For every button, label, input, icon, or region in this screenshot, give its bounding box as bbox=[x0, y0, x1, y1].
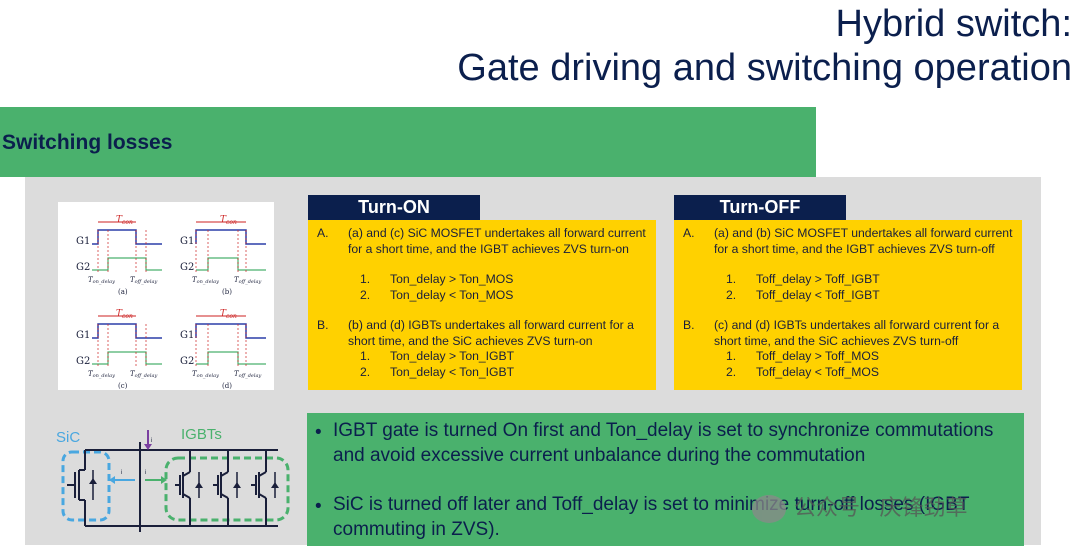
timing-panel-4: TconG1G2Ton_delay Toff_delay(d) bbox=[180, 309, 266, 390]
sub-number: 1. bbox=[360, 349, 371, 363]
g2-waveform bbox=[196, 257, 266, 271]
tcon-label: Tcon bbox=[220, 309, 237, 320]
item-text: (a) and (b) SiC MOSFET undertakes all fo… bbox=[714, 226, 1013, 256]
sub-text: Toff_delay < Toff_MOS bbox=[756, 365, 879, 379]
igbt-cell-3 bbox=[251, 450, 279, 526]
toff-delay-label: Toff_delay bbox=[130, 276, 157, 285]
load-current-label: i bbox=[151, 438, 152, 444]
sub-number: 2. bbox=[726, 365, 737, 379]
timing-panel-2: TconG1G2Ton_delay Toff_delay(b) bbox=[180, 215, 266, 296]
sub-text: Ton_delay > Ton_IGBT bbox=[390, 349, 515, 363]
toff-delay-label: Toff_delay bbox=[130, 370, 157, 379]
sub-text: Ton_delay < Ton_MOS bbox=[390, 288, 514, 302]
panel-caption: (b) bbox=[222, 288, 232, 296]
tcon-label: Tcon bbox=[220, 215, 237, 226]
toff-delay-subscript: off_delay bbox=[135, 279, 158, 285]
bullet-marker: • bbox=[315, 496, 322, 517]
watermark-text: 公众号 · 庆锋劲草 bbox=[794, 495, 968, 520]
g2-waveform bbox=[92, 351, 162, 365]
g1-waveform bbox=[195, 229, 266, 245]
toff-delay-subscript: off_delay bbox=[239, 279, 262, 285]
turn-on-header: Turn-ON bbox=[308, 195, 480, 220]
panel-caption: (d) bbox=[222, 382, 232, 390]
g1-label: G1 bbox=[76, 236, 90, 247]
sic-current-arrowhead bbox=[109, 476, 115, 484]
ton-delay-label: Ton_delay bbox=[192, 276, 219, 285]
sub-number: 1. bbox=[360, 272, 371, 286]
sub-text: Toff_delay > Toff_MOS bbox=[756, 349, 879, 363]
bullet-marker: • bbox=[315, 422, 322, 443]
sub-text: Toff_delay > Toff_IGBT bbox=[756, 272, 880, 286]
g2-label: G2 bbox=[180, 356, 194, 367]
item-text: (a) and (c) SiC MOSFET undertakes all fo… bbox=[348, 226, 646, 256]
title-line-1: Hybrid switch: bbox=[835, 3, 1073, 45]
ton-delay-label: Ton_delay bbox=[192, 370, 219, 379]
ton-delay-subscript: on_delay bbox=[93, 279, 115, 285]
g2-waveform bbox=[196, 351, 266, 365]
item-text: (b) and (d) IGBTs undertakes all forward… bbox=[348, 318, 634, 348]
igbt-current-arrowhead bbox=[161, 476, 167, 484]
ton-delay-label: Ton_delay bbox=[88, 276, 115, 285]
sub-number: 2. bbox=[360, 365, 371, 379]
panel-caption: (c) bbox=[118, 382, 128, 390]
timing-diagrams-svg: TconG1G2Ton_delayToff_delay(a)TconG1G2To… bbox=[76, 215, 266, 390]
igbt-cell-2 bbox=[213, 450, 241, 526]
section-banner: Switching losses bbox=[0, 107, 816, 177]
title-line-2: Gate driving and switching operation bbox=[457, 47, 1072, 89]
item-text: (c) and (d) IGBTs undertakes all forward… bbox=[714, 318, 1000, 348]
bullet-text-1: IGBT gate is turned On first and Ton_del… bbox=[333, 420, 994, 466]
sub-number: 1. bbox=[726, 272, 737, 286]
item-label: B. bbox=[683, 318, 695, 332]
g1-label: G1 bbox=[76, 330, 90, 341]
item-label: B. bbox=[317, 318, 329, 332]
load-current-arrowhead bbox=[144, 444, 152, 450]
sub-number: 2. bbox=[360, 288, 371, 302]
item-label: A. bbox=[317, 226, 329, 240]
summary-box: • IGBT gate is turned On first and Ton_d… bbox=[307, 413, 1024, 546]
g1-waveform bbox=[92, 229, 162, 245]
ton-delay-subscript: on_delay bbox=[197, 373, 219, 379]
ton-delay-subscript: on_delay bbox=[93, 373, 115, 379]
g2-waveform bbox=[92, 257, 162, 271]
turn-off-header: Turn-OFF bbox=[674, 195, 846, 220]
ton-delay-label: Ton_delay bbox=[88, 370, 115, 379]
timing-panel-3: TconG1G2Ton_delay Toff_delay(c) bbox=[76, 309, 162, 390]
toff-delay-subscript: off_delay bbox=[239, 373, 262, 379]
toff-delay-subscript: off_delay bbox=[135, 373, 158, 379]
wechat-icon bbox=[752, 495, 786, 524]
sub-text: Ton_delay > Ton_MOS bbox=[390, 272, 514, 286]
g1-waveform bbox=[195, 323, 266, 339]
item-label: A. bbox=[683, 226, 695, 240]
igbts-label: IGBTs bbox=[181, 426, 222, 443]
panel-caption: (a) bbox=[118, 288, 128, 296]
sic-label: SiC bbox=[56, 429, 80, 446]
igbt-cell-1 bbox=[175, 450, 203, 526]
g1-label: G1 bbox=[180, 330, 194, 341]
g1-label: G1 bbox=[180, 236, 194, 247]
g2-label: G2 bbox=[76, 262, 90, 273]
sic-current-label: i bbox=[121, 470, 122, 476]
sub-number: 2. bbox=[726, 288, 737, 302]
toff-delay-label: Toff_delay bbox=[234, 276, 261, 285]
tcon-label: Tcon bbox=[116, 309, 133, 320]
sub-text: Ton_delay < Ton_IGBT bbox=[390, 365, 515, 379]
page-title: Hybrid switch: Gate driving and switchin… bbox=[457, 2, 1072, 90]
g1-waveform bbox=[92, 323, 162, 339]
timing-panel-1: TconG1G2Ton_delay Toff_delay(a) bbox=[76, 215, 162, 296]
hybrid-switch-circuit: SiC IGBTs i i i bbox=[56, 426, 290, 532]
g2-label: G2 bbox=[180, 262, 194, 273]
sub-text: Toff_delay < Toff_IGBT bbox=[756, 288, 880, 302]
sub-number: 1. bbox=[726, 349, 737, 363]
timing-diagrams: TconG1G2Ton_delayToff_delay(a)TconG1G2To… bbox=[58, 202, 274, 390]
turn-on-box: Turn-ON A. (a) and (c) SiC MOSFET undert… bbox=[308, 195, 656, 390]
section-title: Switching losses bbox=[2, 131, 173, 154]
bullet-text-2: SiC is turned off later and Toff_delay i… bbox=[333, 494, 970, 540]
igbt-current-label: i bbox=[145, 470, 146, 476]
toff-delay-label: Toff_delay bbox=[234, 370, 261, 379]
g2-label: G2 bbox=[76, 356, 90, 367]
watermark: 公众号 · 庆锋劲草 bbox=[752, 490, 968, 524]
ton-delay-subscript: on_delay bbox=[197, 279, 219, 285]
tcon-label: Tcon bbox=[116, 215, 133, 226]
turn-off-box: Turn-OFF A. (a) and (b) SiC MOSFET under… bbox=[674, 195, 1022, 390]
